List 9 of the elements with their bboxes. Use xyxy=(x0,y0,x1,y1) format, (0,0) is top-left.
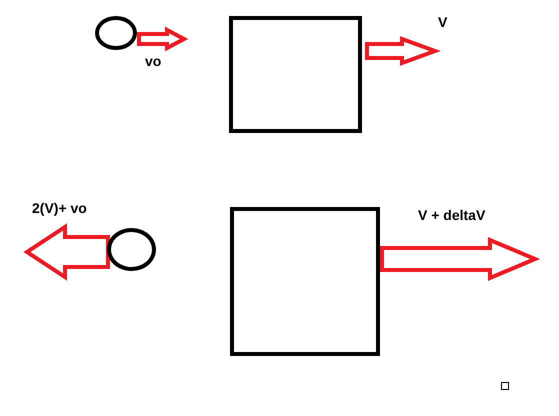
block-box xyxy=(229,16,362,133)
velocity-label: V xyxy=(438,14,448,30)
ball-circle xyxy=(107,228,156,271)
small-square xyxy=(501,382,509,390)
ball-circle xyxy=(95,16,137,50)
block-box xyxy=(230,207,380,356)
velocity-label: 2(V)+ vo xyxy=(32,200,87,216)
velocity-label: vo xyxy=(145,53,162,69)
velocity-label: V + deltaV xyxy=(418,207,486,223)
